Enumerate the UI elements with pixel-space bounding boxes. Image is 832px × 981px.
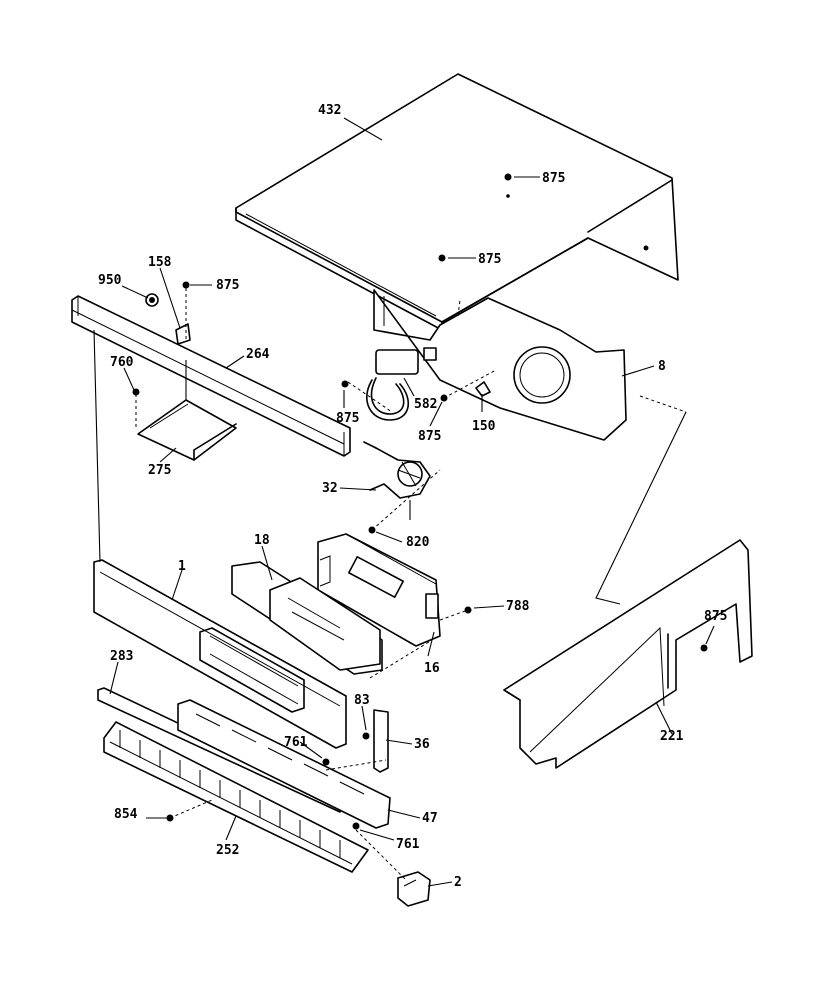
screw-icon — [132, 173, 708, 830]
label-18: 18 — [254, 533, 270, 548]
label-875-top: 875 — [542, 171, 565, 186]
vent-grille-part — [103, 721, 369, 873]
label-158: 158 — [148, 255, 172, 270]
label-788: 788 — [506, 599, 530, 614]
label-760: 760 — [110, 355, 134, 370]
label-875-cover: 875 — [478, 252, 501, 267]
vent-strip-part — [177, 699, 391, 829]
grommet-icon — [145, 293, 159, 307]
top-cover-part — [235, 73, 679, 331]
bracket-part — [137, 399, 237, 461]
label-2: 2 — [454, 875, 462, 890]
control-housing-part — [317, 533, 441, 647]
upper-trim-rail-part — [71, 295, 351, 457]
label-582: 582 — [414, 397, 437, 412]
label-875-left: 875 — [216, 278, 239, 293]
label-1: 1 — [178, 559, 186, 574]
side-panel-part — [503, 539, 753, 769]
touch-pad-part — [231, 561, 383, 675]
label-8: 8 — [658, 359, 666, 374]
label-47: 47 — [422, 811, 438, 826]
leader-lines — [109, 117, 715, 887]
label-820: 820 — [406, 535, 430, 550]
label-875-side: 875 — [704, 609, 727, 624]
label-221: 221 — [660, 729, 684, 744]
blower-wheel-part — [363, 441, 431, 499]
construction-lines — [93, 329, 687, 605]
label-761-right: 761 — [396, 837, 420, 852]
label-283: 283 — [110, 649, 133, 664]
end-cap-part — [397, 871, 431, 907]
part-labels: 432 875 875 950 158 875 264 760 275 875 … — [98, 103, 727, 890]
alignment-lines — [135, 288, 687, 881]
label-252: 252 — [216, 843, 239, 858]
label-950: 950 — [98, 273, 122, 288]
label-854: 854 — [114, 807, 138, 822]
label-36: 36 — [414, 737, 430, 752]
label-432: 432 — [318, 103, 341, 118]
label-32: 32 — [322, 481, 338, 496]
label-875-fan: 875 — [336, 411, 359, 426]
label-150: 150 — [472, 419, 496, 434]
label-275: 275 — [148, 463, 171, 478]
label-264: 264 — [246, 347, 270, 362]
label-761-left: 761 — [284, 735, 308, 750]
fan-motor-part — [366, 347, 437, 421]
label-875-mid: 875 — [418, 429, 441, 444]
bracket-36-part — [373, 709, 389, 773]
clip-icon — [175, 323, 491, 397]
label-83: 83 — [354, 693, 370, 708]
front-panel-part — [93, 559, 347, 749]
label-16: 16 — [424, 661, 440, 676]
back-panel-part — [373, 289, 627, 441]
